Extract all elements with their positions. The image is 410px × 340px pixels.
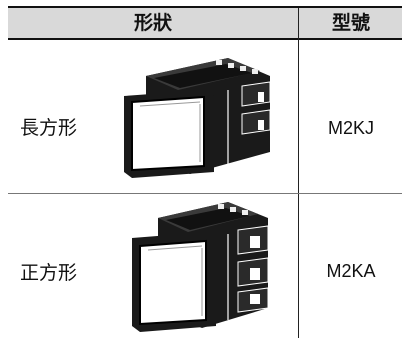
square-switch-illustration	[132, 202, 269, 332]
header-model: 型號	[331, 12, 370, 34]
product-table: 形狀 型號 長方形 M2KJ 正方形 M2KA	[8, 6, 402, 340]
rectangular-switch-illustration	[124, 58, 271, 178]
row-shape-label: 長方形	[20, 117, 78, 139]
column-divider	[298, 8, 299, 338]
table-header: 形狀 型號	[8, 6, 402, 40]
row-model-label: M2KA	[326, 261, 376, 281]
row-divider	[8, 193, 402, 194]
row-shape-label: 正方形	[20, 262, 78, 284]
header-shape: 形狀	[133, 12, 172, 34]
row-model-label: M2KJ	[327, 118, 374, 138]
